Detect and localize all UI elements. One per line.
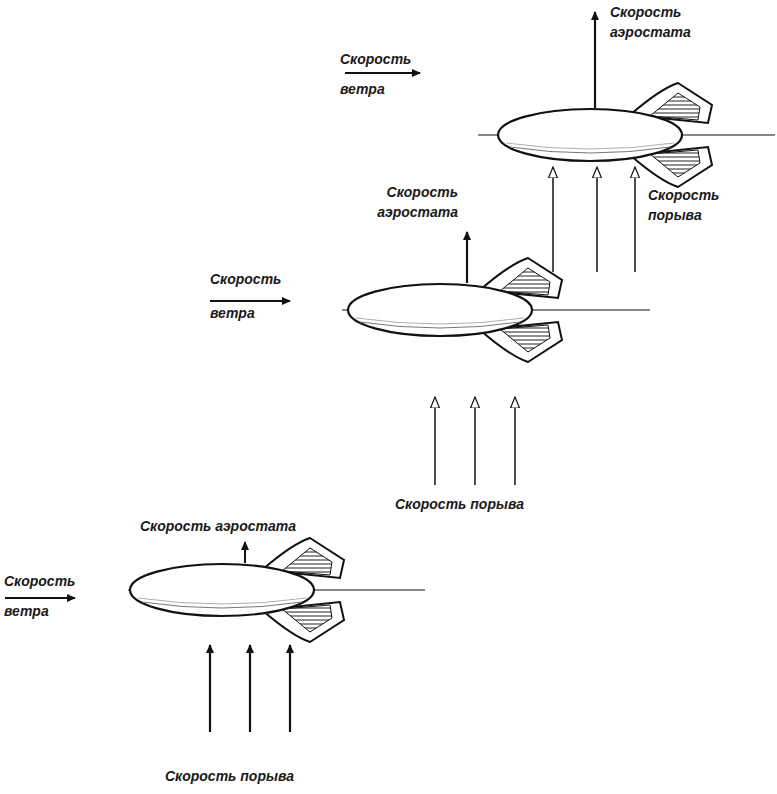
gust-label: Скорость порыва	[165, 766, 335, 786]
speed-label: Скорость аэростата	[370, 182, 458, 222]
wind-label: Скорость ветра	[210, 262, 290, 330]
gust-label: Скорость порыва	[648, 185, 728, 225]
speed-label: Скорость аэростата	[140, 516, 340, 536]
wind-label: Скорость ветра	[340, 44, 420, 104]
speed-label: Скорость аэростата	[610, 2, 700, 42]
gust-label: Скорость порыва	[395, 494, 565, 514]
wind-label: Скорость ветра	[4, 566, 84, 626]
